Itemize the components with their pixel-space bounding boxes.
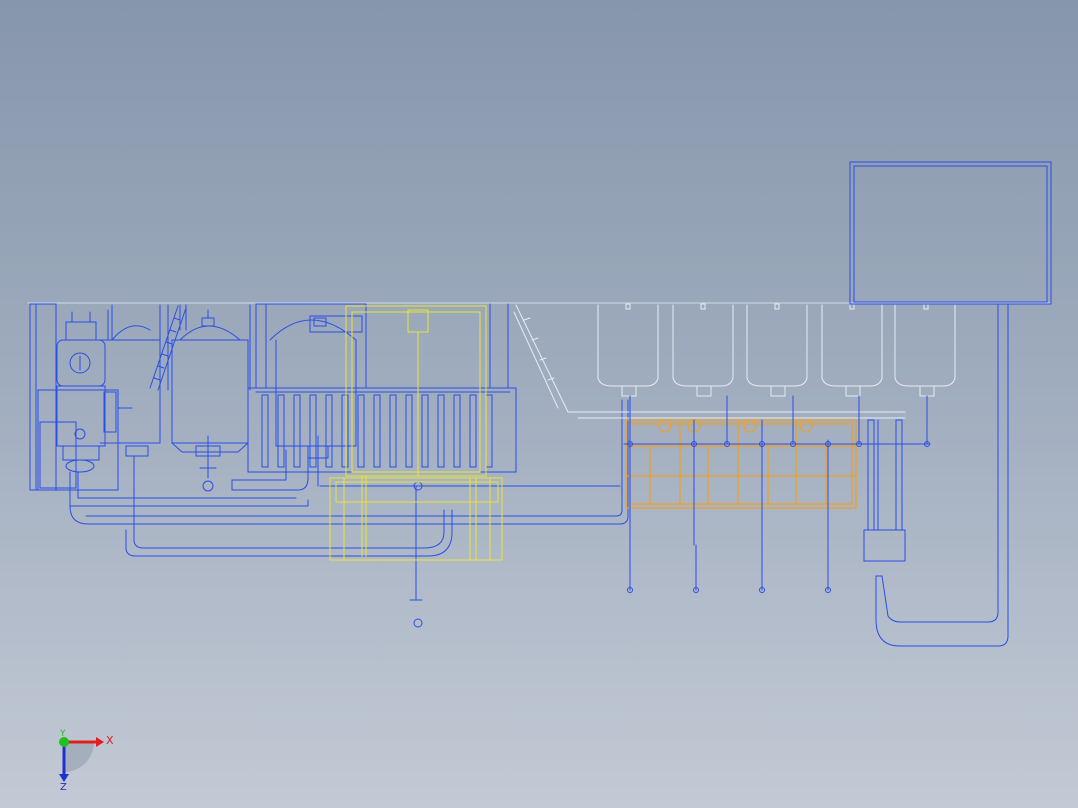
triad-x-arrow <box>96 737 104 747</box>
white-reactor-tanks[interactable] <box>513 303 956 419</box>
yellow-support-frame[interactable] <box>329 305 503 561</box>
triad-y-label: Y <box>59 729 66 739</box>
right-piping[interactable] <box>623 161 1052 647</box>
view-triad-icon[interactable]: X Y Z <box>50 728 120 792</box>
triad-origin <box>59 737 69 747</box>
triad-z-arrow <box>59 774 69 782</box>
orange-platform[interactable] <box>625 419 857 509</box>
triad-shadow <box>64 742 94 772</box>
triad-x-label: X <box>106 734 114 747</box>
left-process-equipment[interactable] <box>29 303 629 628</box>
triad-z-label: Z <box>60 782 67 792</box>
